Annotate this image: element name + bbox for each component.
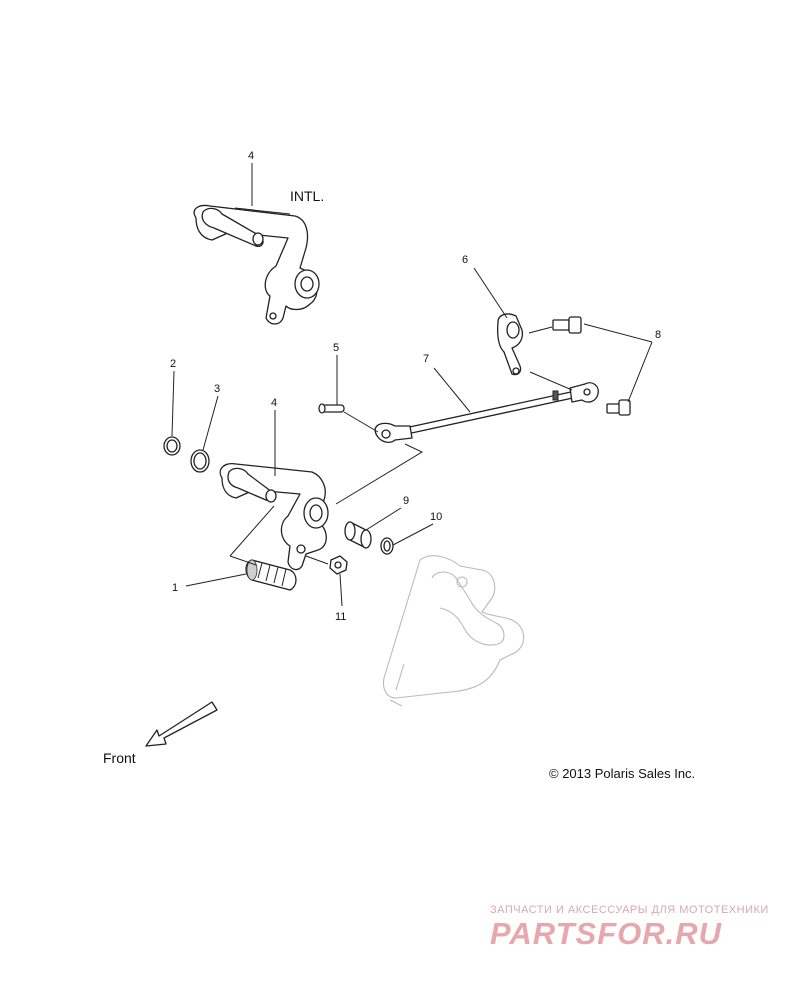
callout-7: 6 [462, 254, 468, 266]
shift-lever-intl [193, 204, 320, 325]
intl-label: INTL. [290, 188, 324, 204]
shift-linkage-rod [374, 382, 599, 444]
pin [318, 403, 345, 414]
watermark-brand: PARTSFOR.RU [490, 916, 723, 951]
washer-small [380, 537, 394, 555]
callout-8: 8 [655, 329, 661, 341]
frame-bracket [382, 555, 525, 707]
front-label: Front [103, 750, 136, 766]
callout-9: 9 [403, 495, 409, 507]
nut [329, 555, 348, 575]
leader-lines [171, 163, 653, 607]
watermark-tagline: ЗАПЧАСТИ И АКСЕССУАРЫ ДЛЯ МОТОТЕХНИКИ [490, 904, 769, 916]
copyright-text: © 2013 Polaris Sales Inc. [549, 766, 695, 781]
callout-3: 3 [214, 383, 220, 395]
callout-4-intl: 4 [248, 150, 254, 162]
shift-arm [497, 313, 524, 376]
circlip [163, 436, 181, 456]
callout-11: 11 [335, 611, 346, 623]
callout-5: 5 [333, 342, 339, 354]
shift-lever [219, 462, 329, 571]
bushing [344, 521, 372, 549]
callout-1: 1 [172, 582, 178, 594]
front-arrow-icon [145, 701, 218, 747]
callout-6: 7 [423, 353, 429, 365]
bolt-upper [552, 316, 582, 334]
callout-2: 2 [170, 358, 176, 370]
bolt-lower [606, 399, 631, 416]
callout-4: 4 [271, 397, 277, 409]
callout-10: 10 [430, 511, 442, 523]
washer [190, 449, 210, 473]
